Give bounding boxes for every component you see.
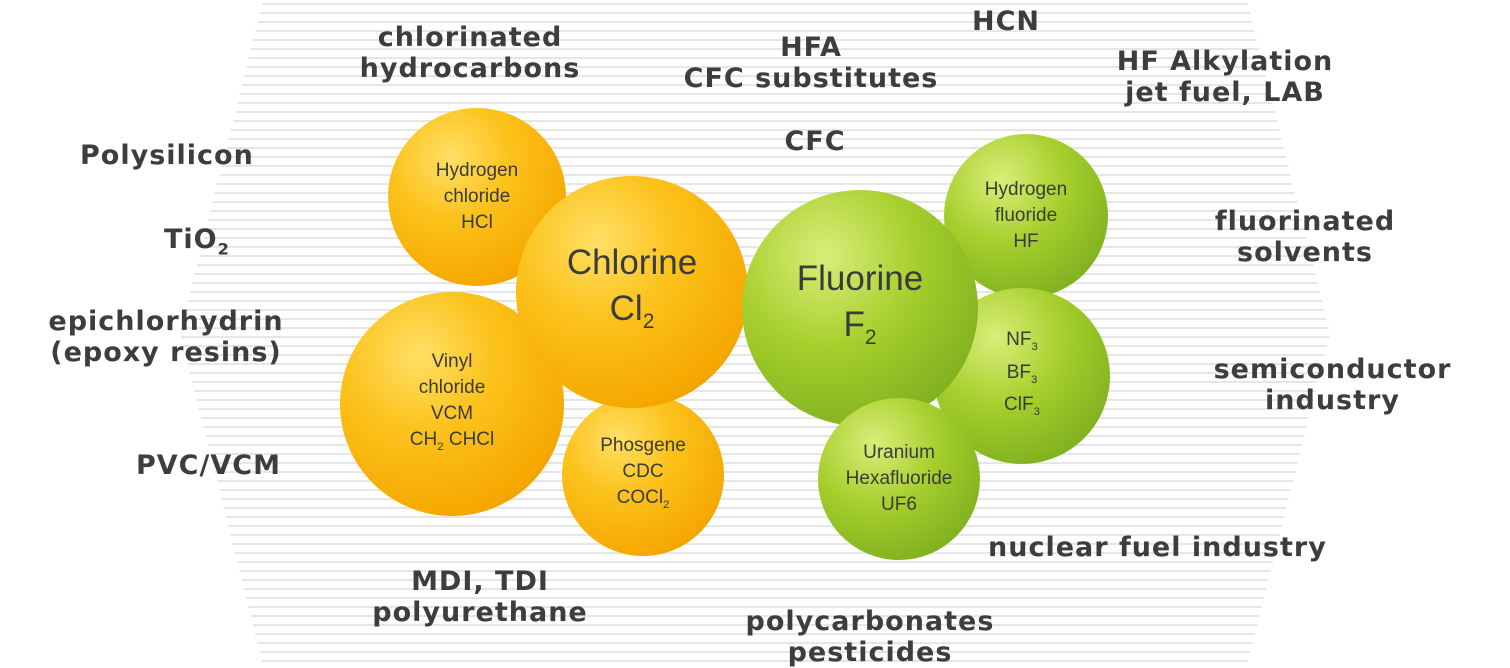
label-hfa: HFA CFC substitutes (683, 32, 939, 94)
label-nuclear: nuclear fuel industry (988, 532, 1327, 563)
label-hcn: HCN (971, 6, 1040, 37)
label-mdi: MDI, TDI polyurethane (372, 566, 588, 628)
label-chlorinated-hydrocarbons: chlorinated hydrocarbons (359, 22, 581, 84)
sphere-chlorine: Chlorine Cl2 (516, 176, 748, 408)
label-tio2: TiO2 (164, 224, 230, 259)
sphere-uranium-hexafluoride: Uranium Hexafluoride UF6 (818, 398, 980, 560)
label-fluorinated-solvents: fluorinated solvents (1214, 206, 1396, 268)
label-cfc: CFC (784, 126, 846, 157)
label-semiconductor: semiconductor industry (1213, 354, 1452, 416)
sphere-fluorine: Fluorine F2 (742, 190, 978, 426)
label-polysilicon: Polysilicon (80, 140, 254, 171)
sphere-phosgene: Phosgene CDC COCl2 (562, 394, 724, 556)
label-hf-alkylation: HF Alkylation jet fuel, LAB (1116, 46, 1334, 108)
label-pvc: PVC/VCM (136, 450, 281, 481)
label-polycarbonates: polycarbonates pesticides (745, 606, 995, 668)
label-epichlorhydrin: epichlorhydrin (epoxy resins) (48, 306, 284, 368)
